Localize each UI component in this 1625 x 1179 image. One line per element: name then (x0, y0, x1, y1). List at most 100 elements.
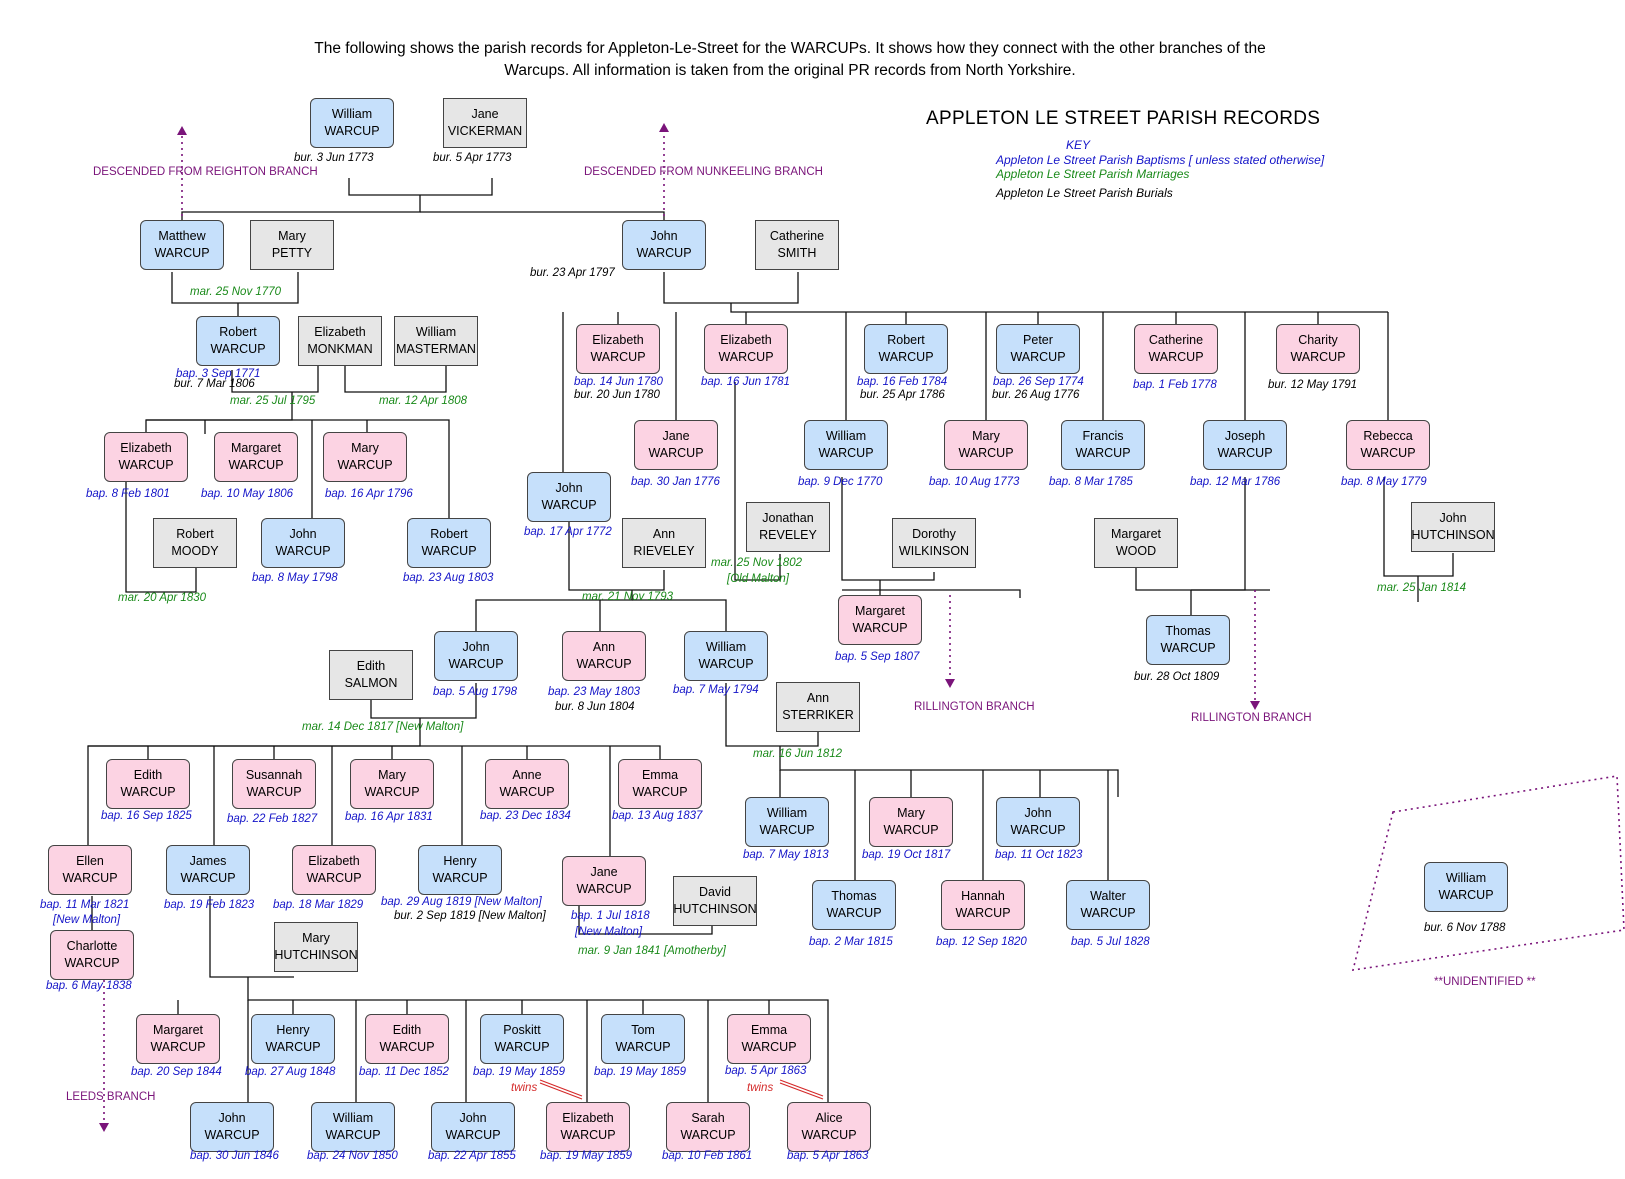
baptism-record: bap. 5 Sep 1807 (835, 651, 920, 663)
branch-label: RILLINGTON BRANCH (1191, 712, 1312, 724)
burial-record: bur. 6 Nov 1788 (1424, 922, 1506, 934)
twins-label: twins (511, 1082, 538, 1094)
baptism-record: bap. 30 Jan 1776 (631, 476, 720, 488)
baptism-record: bap. 16 Jun 1781 (701, 376, 790, 388)
baptism-record: bap. 24 Nov 1850 (307, 1150, 398, 1162)
branch-label: **UNIDENTIFIED ** (1434, 976, 1536, 988)
baptism-record: bap. 7 May 1813 (743, 849, 829, 861)
burial-record: bur. 5 Apr 1773 (433, 152, 512, 164)
branch-label: RILLINGTON BRANCH (914, 701, 1035, 713)
baptism-record: bap. 19 May 1859 (473, 1066, 566, 1078)
baptism-record: bap. 8 Feb 1801 (86, 488, 170, 500)
marriage-record: [Old Malton] (727, 573, 789, 585)
burial-record: bur. 20 Jun 1780 (574, 389, 660, 401)
marriage-record: mar. 14 Dec 1817 [New Malton] (302, 721, 464, 733)
burial-record: bur. 23 Apr 1797 (530, 267, 615, 279)
baptism-record: bap. 5 Apr 1863 (787, 1150, 869, 1162)
baptism-record: bap. 2 Mar 1815 (809, 936, 893, 948)
key-heading: KEY (1066, 138, 1091, 152)
page-title: APPLETON LE STREET PARISH RECORDS (926, 108, 1321, 129)
baptism-record: bap. 22 Apr 1855 (428, 1150, 516, 1162)
burial-record: bur. 3 Jun 1773 (294, 152, 374, 164)
baptism-record: [New Malton] (53, 914, 121, 926)
marriage-record: mar. 12 Apr 1808 (379, 395, 468, 407)
burial-record: bur. 25 Apr 1786 (860, 389, 945, 401)
baptism-record: bap. 12 Mar 1786 (1190, 476, 1281, 488)
intro-line-1: The following shows the parish records f… (314, 40, 1266, 57)
marriage-record: mar. 20 Apr 1830 (118, 592, 207, 604)
baptism-record: bap. 5 Aug 1798 (433, 686, 517, 698)
twins-label: twins (747, 1082, 774, 1094)
baptism-record: bap. 8 May 1798 (252, 572, 338, 584)
baptism-record: bap. 27 Aug 1848 (245, 1066, 336, 1078)
baptism-record: bap. 10 May 1806 (201, 488, 294, 500)
marriage-record: mar. 25 Nov 1770 (190, 286, 281, 298)
baptism-record: bap. 8 Mar 1785 (1049, 476, 1133, 488)
baptism-record: bap. 26 Sep 1774 (993, 376, 1084, 388)
baptism-record: bap. 30 Jun 1846 (190, 1150, 279, 1162)
key-baptisms: Appleton Le Street Parish Baptisms [ unl… (996, 153, 1325, 167)
branch-label: DESCENDED FROM NUNKEELING BRANCH (584, 166, 823, 178)
marriage-record: mar. 25 Jan 1814 (1377, 582, 1467, 594)
baptism-record: bap. 22 Feb 1827 (227, 813, 318, 825)
baptism-record: bap. 12 Sep 1820 (936, 936, 1027, 948)
baptism-record: bap. 23 Aug 1803 (403, 572, 494, 584)
baptism-record: bap. 13 Aug 1837 (612, 810, 703, 822)
baptism-record: bap. 18 Mar 1829 (273, 899, 364, 911)
baptism-record: bap. 14 Jun 1780 (574, 376, 663, 388)
baptism-record: bap. 11 Mar 1821 (40, 899, 130, 911)
key-marriages: Appleton Le Street Parish Marriages (996, 167, 1190, 181)
baptism-record: bap. 29 Aug 1819 [New Malton] (381, 896, 542, 908)
baptism-record: bap. 8 May 1779 (1341, 476, 1427, 488)
baptism-record: bap. 16 Sep 1825 (101, 810, 192, 822)
